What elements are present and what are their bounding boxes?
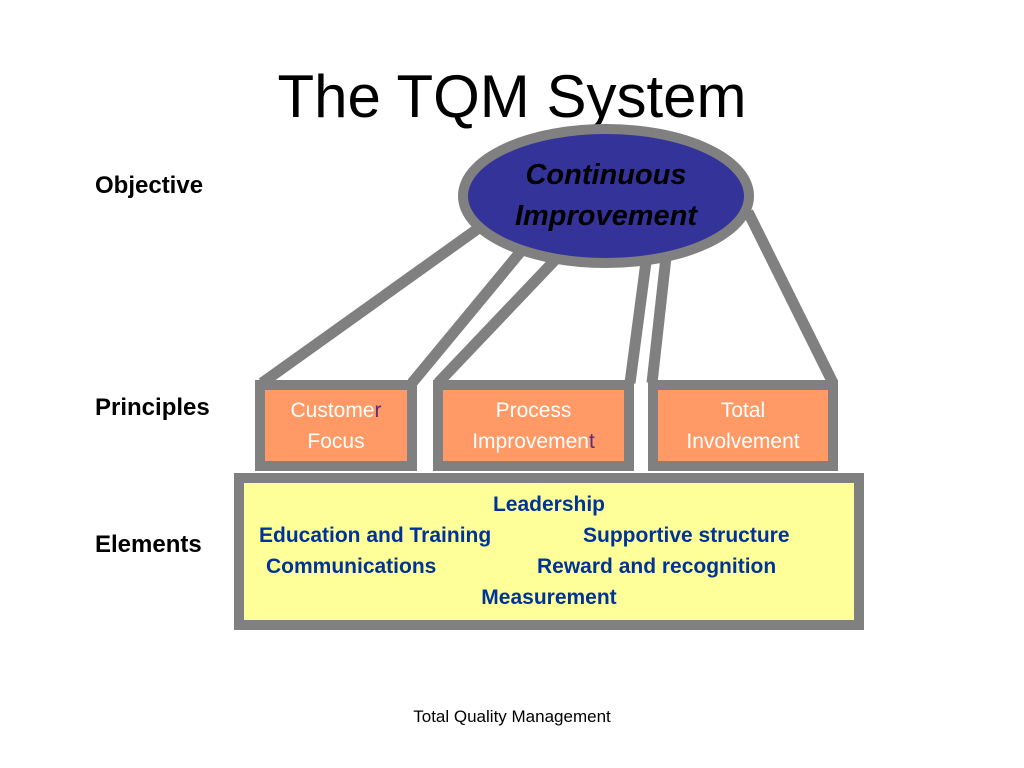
objective-text-line2: Improvement bbox=[515, 200, 698, 232]
slide-title: The TQM System bbox=[277, 63, 747, 130]
element-communications: Communications bbox=[266, 555, 437, 578]
principle-total-involvement: Total Involvement bbox=[648, 380, 838, 471]
objective-text-line1: Continuous bbox=[525, 159, 686, 191]
objective-ellipse bbox=[458, 124, 754, 268]
connector-total-right bbox=[743, 209, 838, 386]
principle-customer-word: Custome bbox=[290, 398, 375, 422]
connector-process-right bbox=[624, 261, 652, 384]
element-reward-recognition: Reward and recognition bbox=[537, 555, 777, 578]
elements-box: Leadership Education and Training Suppor… bbox=[234, 473, 864, 630]
row-label-principles: Principles bbox=[95, 394, 210, 421]
principle-customer-line1: Customer bbox=[290, 395, 381, 426]
slide-footer: Total Quality Management bbox=[413, 707, 611, 726]
element-supportive-structure: Supportive structure bbox=[583, 524, 790, 547]
element-education-training: Education and Training bbox=[259, 524, 492, 547]
principle-process-line2: Improvement bbox=[472, 426, 595, 457]
principle-customer-focus: Customer Focus bbox=[255, 380, 417, 471]
connector-process-left bbox=[434, 255, 560, 387]
row-label-objective: Objective bbox=[95, 172, 204, 199]
row-label-elements: Elements bbox=[95, 531, 202, 558]
principle-process-word: Improvemen bbox=[472, 429, 589, 453]
principle-process-improvement: Process Improvement bbox=[433, 380, 634, 471]
element-leadership: Leadership bbox=[492, 493, 606, 516]
principle-process-accent: t bbox=[588, 429, 595, 453]
principle-total-line1: Total bbox=[720, 398, 766, 422]
connector-customer-left bbox=[258, 220, 487, 388]
principle-total-line2: Involvement bbox=[686, 429, 800, 453]
connector-lines bbox=[258, 209, 838, 388]
principle-process-line1: Process bbox=[495, 398, 572, 422]
connector-total-left bbox=[646, 256, 672, 384]
connector-customer-right bbox=[407, 246, 527, 387]
principle-customer-accent: r bbox=[374, 398, 382, 422]
principle-customer-line2: Focus bbox=[307, 429, 365, 453]
element-measurement: Measurement bbox=[481, 586, 617, 609]
